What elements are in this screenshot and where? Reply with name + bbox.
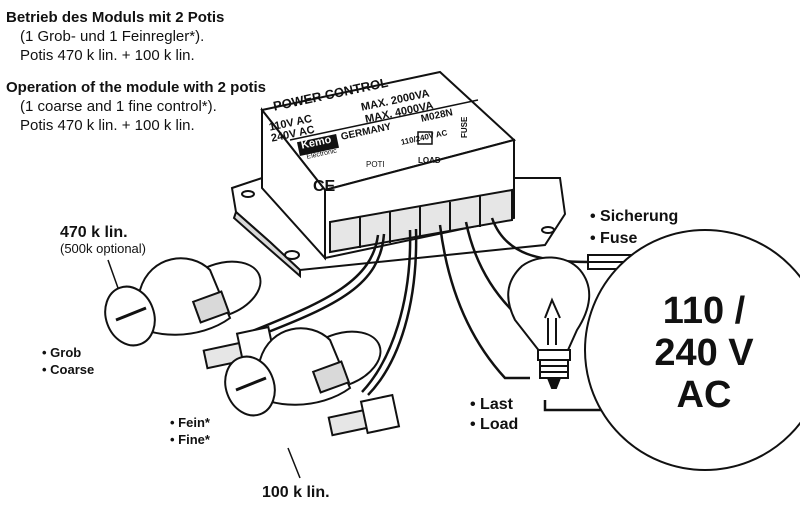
label-coarse: • Coarse bbox=[42, 362, 95, 377]
label-load: • Load bbox=[470, 416, 519, 433]
pot100-label: 100 k lin. bbox=[262, 484, 330, 501]
note-de-line2: (1 Grob- und 1 Feinregler*). bbox=[20, 28, 205, 45]
module-label-lines bbox=[289, 99, 479, 145]
label-sicherung: • Sicherung bbox=[590, 208, 679, 225]
kemo-badge bbox=[296, 133, 340, 157]
label-fein: • Fein* bbox=[170, 415, 210, 430]
note-de-line3: Potis 470 k lin. + 100 k lin. bbox=[20, 47, 195, 64]
pot-470k bbox=[104, 257, 277, 370]
label-grob: • Grob bbox=[42, 345, 82, 360]
module-ce-mark: CE bbox=[313, 178, 336, 195]
module-load-label: LOAD bbox=[418, 156, 441, 165]
voltage-line3: AC bbox=[676, 374, 732, 416]
mains-circle bbox=[584, 229, 800, 471]
note-en-line3: Potis 470 k lin. + 100 k lin. bbox=[20, 117, 195, 134]
note-de-title: Betrieb des Moduls mit 2 Potis bbox=[6, 9, 225, 26]
light-bulb bbox=[507, 256, 591, 389]
note-en-line2: (1 coarse and 1 fine control*). bbox=[20, 98, 217, 115]
label-fuse: • Fuse bbox=[590, 230, 638, 247]
label-last: • Last bbox=[470, 396, 513, 413]
pot470-note: (500k optional) bbox=[60, 241, 146, 256]
poti-symbol-box bbox=[417, 131, 433, 145]
wires bbox=[249, 217, 628, 412]
pointer-lines bbox=[107, 259, 301, 479]
voltage-line2: 240 V bbox=[654, 332, 754, 374]
pot-100k bbox=[224, 327, 401, 437]
module-poti-label: POTI bbox=[366, 160, 385, 169]
note-en-title: Operation of the module with 2 potis bbox=[6, 79, 267, 96]
module-fuse-label: FUSE bbox=[460, 116, 469, 138]
label-fine: • Fine* bbox=[170, 432, 210, 447]
voltage-line1: 110 / bbox=[662, 290, 746, 332]
module-body bbox=[260, 70, 517, 261]
pot470-label: 470 k lin. bbox=[60, 224, 128, 241]
